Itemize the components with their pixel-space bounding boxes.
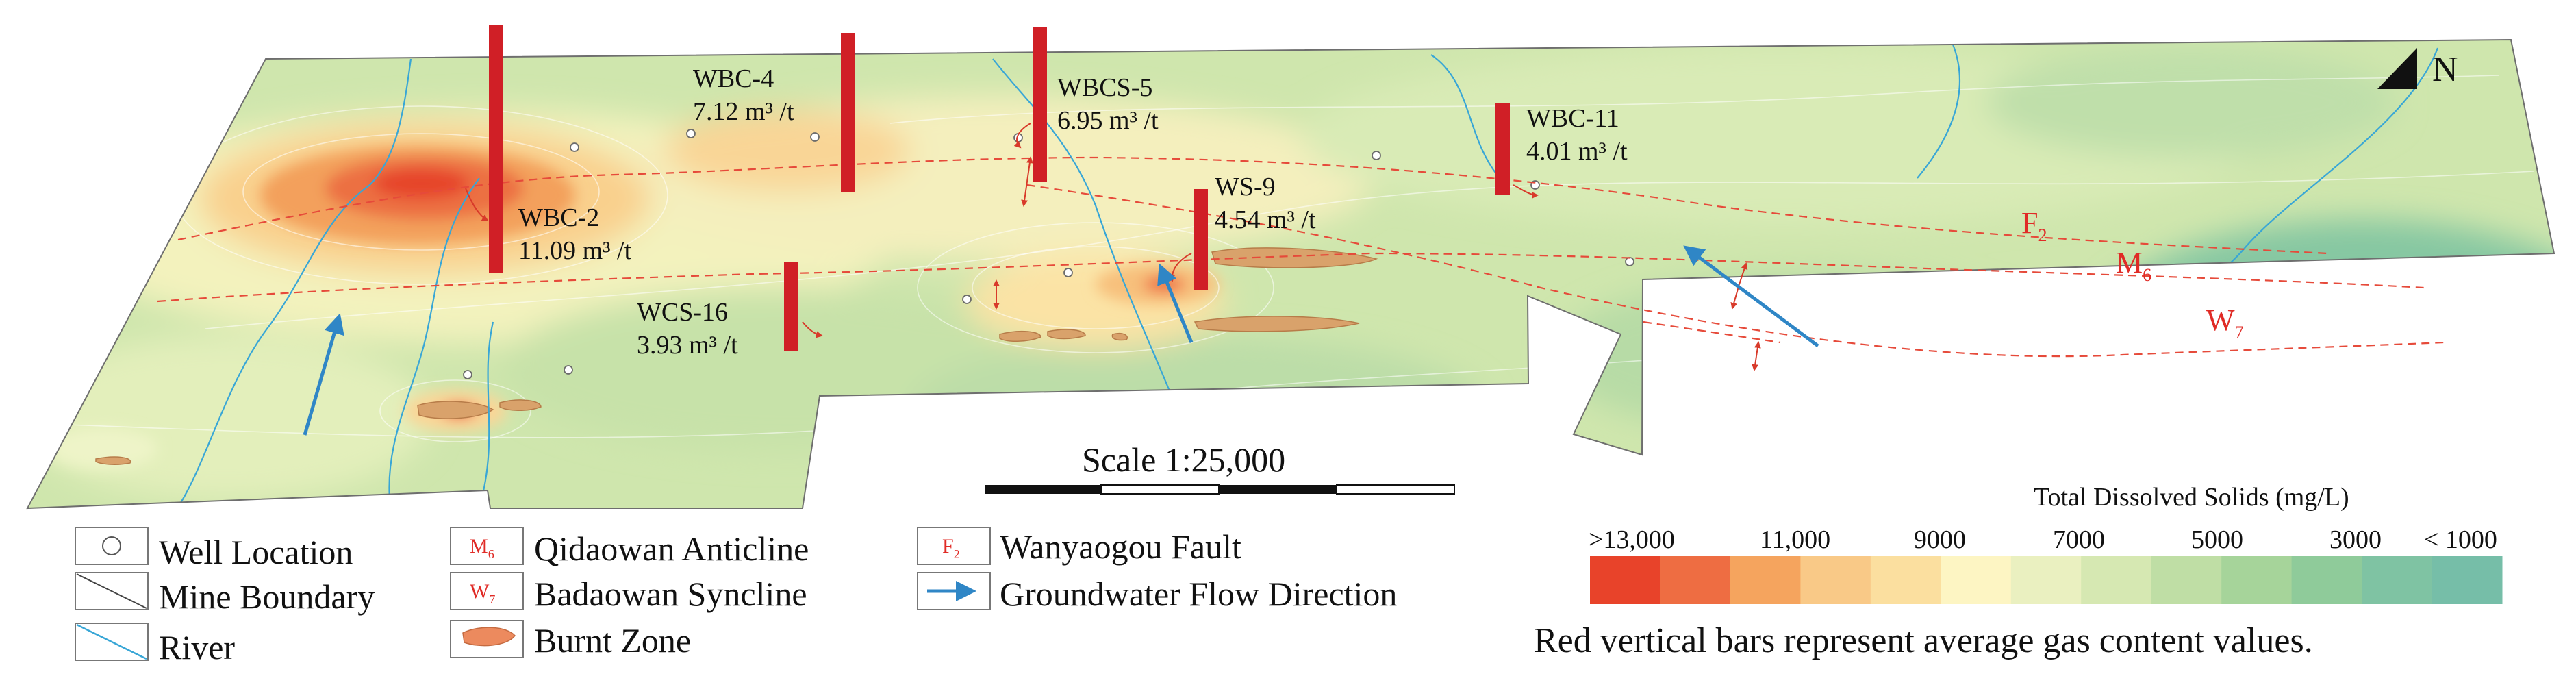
syncline-symbol: W7 [470,580,495,606]
well-circle-icon [102,536,121,555]
colorbar-cell [1800,556,1871,604]
tick-label: 3000 [2329,525,2382,554]
svg-text:Groundwater Flow Direction: Groundwater Flow Direction [1000,575,1397,613]
colorbar-cell [1590,556,1660,604]
tick-label: 11,000 [1760,525,1830,554]
tick-label: >13,000 [1589,525,1675,554]
anticline-m6-line [157,252,2425,303]
north-label: N [2432,50,2458,89]
scale-label: Scale 1:25,000 [1082,440,1285,479]
fault-symbol: F2 [942,535,960,561]
well-wbc-11-value: 4.01 m³ /t [1526,137,1628,166]
colorbar-cell [2362,556,2433,604]
fault-f2-line [177,156,2329,255]
structure-labels: F2 M6 W7 [2021,206,2244,342]
colorbar-ticks: >13,000 11,000 9000 7000 5000 3000 < 100… [1589,525,2497,554]
boundary-line-icon [76,573,147,609]
scale-segment-2 [1100,484,1220,495]
burnt-zone-icon [462,627,516,647]
well-ws-9-name: WS-9 [1215,173,1276,201]
legend-well-location: Well Location [75,527,353,571]
well-wcs-16-value: 3.93 m³ /t [637,331,738,360]
colorbar-cell [2291,556,2362,604]
tick-label: 5000 [2191,525,2243,554]
colorbar-cell [2081,556,2152,604]
colorbar: Total Dissolved Solids (mg/L) >13,000 11… [1589,483,2503,604]
structure-lines [157,156,2445,358]
svg-text:Wanyaogou Fault: Wanyaogou Fault [1000,527,1241,566]
colorbar-cell [2432,556,2503,604]
well-wbc-2-value: 11.09 m³ /t [518,236,632,265]
legend-groundwater-flow: Groundwater Flow Direction [917,572,1397,613]
legend-qidaowan-anticline: M6 Qidaowan Anticline [450,527,809,568]
scale-segment-4 [1336,484,1455,495]
anticline-label: M6 [2116,246,2151,285]
colorbar-cell [1730,556,1801,604]
well-wbc-4-name: WBC-4 [693,64,774,93]
svg-text:Qidaowan Anticline: Qidaowan Anticline [534,529,809,568]
colorbar-title: Total Dissolved Solids (mg/L) [2034,483,2349,512]
svg-text:Badaowan Syncline: Badaowan Syncline [534,575,807,613]
colorbar-cell [2010,556,2082,604]
fault-segment-line [1643,321,1781,344]
groundwater-arrows [303,245,1819,436]
well-wbcs-5-value: 6.95 m³ /t [1057,106,1159,135]
well-wbc-11-name: WBC-11 [1526,104,1619,133]
mine-boundary [26,38,2555,510]
legend-badaowan-syncline: W7 Badaowan Syncline [450,572,807,613]
colorbar-cell [2151,556,2222,604]
syncline-label: W7 [2206,303,2244,342]
colorbar-cell [1660,556,1731,604]
north-arrow: N [2377,48,2458,89]
bar-wbc-11 [1495,103,1510,195]
svg-text:Well Location: Well Location [159,533,353,571]
legend-burnt-zone: Burnt Zone [450,620,691,660]
scale-segment-3 [1219,485,1337,494]
bar-wcs-16 [784,262,798,351]
tick-label: 9000 [1914,525,1966,554]
well-wbc-4-value: 7.12 m³ /t [693,97,794,126]
svg-text:Burnt Zone: Burnt Zone [534,621,691,660]
scale-bar: Scale 1:25,000 [985,440,1455,495]
tick-label: < 1000 [2424,525,2497,554]
well-wcs-16-name: WCS-16 [637,298,728,327]
bar-ws-9 [1194,189,1208,290]
bar-wbc-4 [841,33,855,192]
well-ws-9-value: 4.54 m³ /t [1215,205,1316,234]
colorbar-cell [2221,556,2293,604]
north-arrow-icon [2377,48,2417,89]
fault-label: F2 [2021,206,2047,245]
burnt-zones [95,247,1378,465]
anticline-symbol: M6 [470,535,494,561]
bar-wbc-2 [489,25,503,273]
colorbar-cell [1870,556,1941,604]
colorbar-cells [1590,556,2503,604]
syncline-w7-line [1026,184,2445,358]
figure-note: Red vertical bars represent average gas … [1534,621,2313,660]
well-wbc-2-name: WBC-2 [518,203,599,232]
colorbar-cell [1941,556,2012,604]
tick-label: 7000 [2053,525,2105,554]
river-line-icon [76,623,147,660]
legend-river: River [75,623,235,666]
legend: Well Location Mine Boundary River M6 Qid… [75,527,1397,666]
well-labels: WBC-4 7.12 m³ /t WBCS-5 6.95 m³ /t WBC-1… [518,64,1628,360]
gas-bars [489,25,1510,351]
svg-text:Mine Boundary: Mine Boundary [159,577,375,616]
legend-mine-boundary: Mine Boundary [75,572,375,616]
svg-text:River: River [159,628,235,666]
well-wbcs-5-name: WBCS-5 [1057,73,1152,102]
bar-wbcs-5 [1033,27,1047,182]
legend-wanyaogou-fault: F2 Wanyaogou Fault [917,527,1241,566]
scale-segment-1 [985,485,1101,494]
